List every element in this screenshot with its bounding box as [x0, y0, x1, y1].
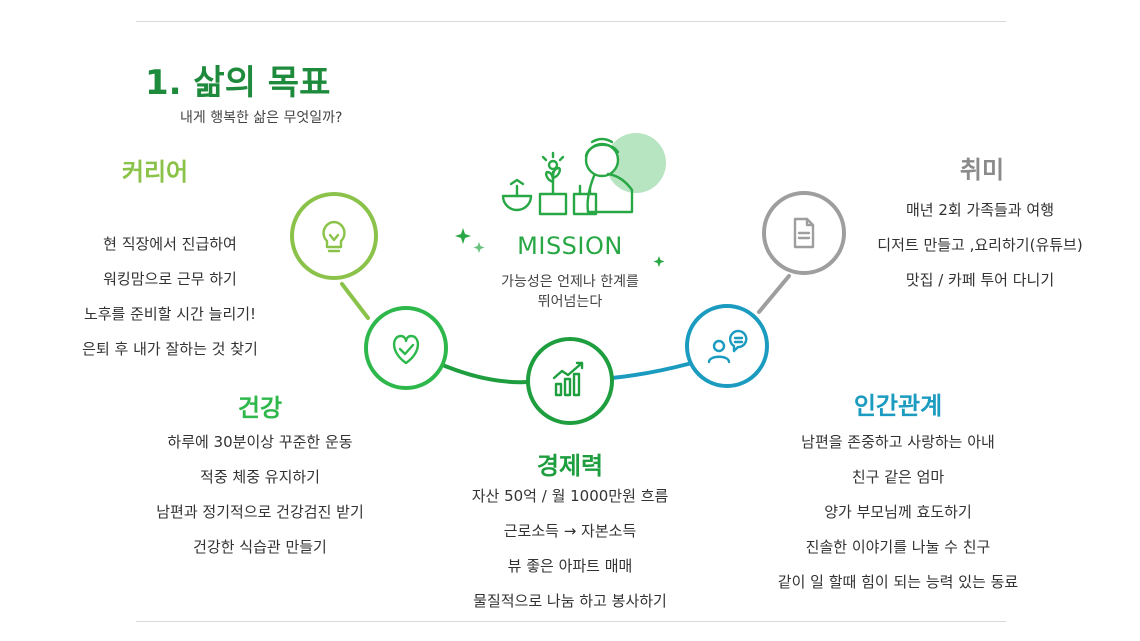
connector-career-health [340, 282, 370, 320]
hobby-heading: 취미 [959, 156, 1005, 184]
mission-label: MISSION [517, 232, 623, 260]
list-item: 진솔한 이야기를 나눌 수 친구 [805, 538, 991, 556]
list-item: 남편과 정기적으로 건강검진 받기 [156, 503, 364, 521]
mission-illustration [455, 133, 666, 267]
page-subtitle: 내게 행복한 삶은 무엇일까? [180, 110, 343, 126]
list-item: 하루에 30분이상 꾸준한 운동 [167, 433, 353, 451]
list-item: 양가 부모님께 효도하기 [824, 503, 972, 521]
list-item: 적중 체중 유지하기 [200, 468, 320, 486]
pot-left [501, 194, 533, 212]
people-chat-icon [707, 329, 748, 364]
list-item: 은퇴 후 내가 잘하는 것 찾기 [82, 340, 258, 358]
career-heading: 커리어 [121, 158, 189, 186]
list-item: 맛집 / 카페 투어 다니기 [905, 271, 1055, 289]
list-item: 친구 같은 엄마 [851, 468, 945, 486]
list-item: 근로소득 → 자본소득 [503, 522, 637, 540]
growth-chart-icon [552, 361, 584, 397]
list-item: 물질적으로 나눔 하고 봉사하기 [473, 592, 667, 610]
sparkle-icon [653, 256, 665, 267]
lightbulb-icon [322, 220, 346, 253]
sparkle-icon [473, 242, 485, 253]
relations-heading: 인간관계 [853, 392, 943, 420]
list-item: 워킹맘으로 근무 하기 [103, 270, 237, 288]
list-item: 매년 2회 가족들과 여행 [905, 201, 1055, 219]
list-item: 현 직장에서 진급하여 [103, 235, 237, 253]
pot-right [572, 192, 598, 216]
hobby-list: 매년 2회 가족들과 여행 디저트 만들고 ,요리하기(유튜브) 맛집 / 카페… [830, 193, 1130, 298]
health-node [364, 306, 448, 390]
list-item: 남편을 존중하고 사랑하는 아내 [801, 433, 995, 451]
list-item: 노후를 준비할 시간 늘리기! [83, 305, 257, 323]
health-list: 하루에 30분이상 꾸준한 운동 적중 체중 유지하기 남편과 정기적으로 건강… [110, 425, 410, 565]
connector-health-economy [443, 364, 530, 385]
relations-list: 남편을 존중하고 사랑하는 아내 친구 같은 엄마 양가 부모님께 효도하기 진… [733, 425, 1063, 600]
top-divider [136, 21, 1006, 22]
document-icon [793, 217, 815, 249]
economy-node [526, 337, 614, 425]
hobby-node [762, 191, 846, 275]
list-item: 같이 일 할때 힘이 되는 능력 있는 동료 [777, 573, 1019, 591]
connector-relations-hobby [757, 274, 791, 314]
pot-middle [538, 192, 568, 216]
health-heading: 건강 [237, 394, 283, 422]
career-node [290, 192, 378, 280]
economy-list: 자산 50억 / 월 1000만원 흐름 근로소득 → 자본소득 뷰 좋은 아파… [420, 479, 720, 619]
page-title: 1. 삶의 목표 [145, 63, 331, 103]
list-item: 뷰 좋은 아파트 매매 [507, 557, 633, 575]
career-list: 현 직장에서 진급하여 워킹맘으로 근무 하기 노후를 준비할 시간 늘리기! … [20, 227, 320, 367]
list-item: 디저트 만들고 ,요리하기(유튜브) [877, 236, 1083, 254]
list-item: 자산 50억 / 월 1000만원 흐름 [471, 487, 669, 505]
sparkle-icon [455, 228, 471, 244]
mission-description: 가능성은 언제나 한계를 뛰어넘는다 [501, 274, 639, 310]
relations-node [685, 304, 769, 388]
list-item: 건강한 식습관 만들기 [193, 538, 327, 556]
bottom-divider [136, 621, 1006, 622]
heart-check-icon [392, 334, 420, 365]
connector-economy-relations [610, 362, 690, 380]
economy-heading: 경제력 [536, 452, 604, 480]
